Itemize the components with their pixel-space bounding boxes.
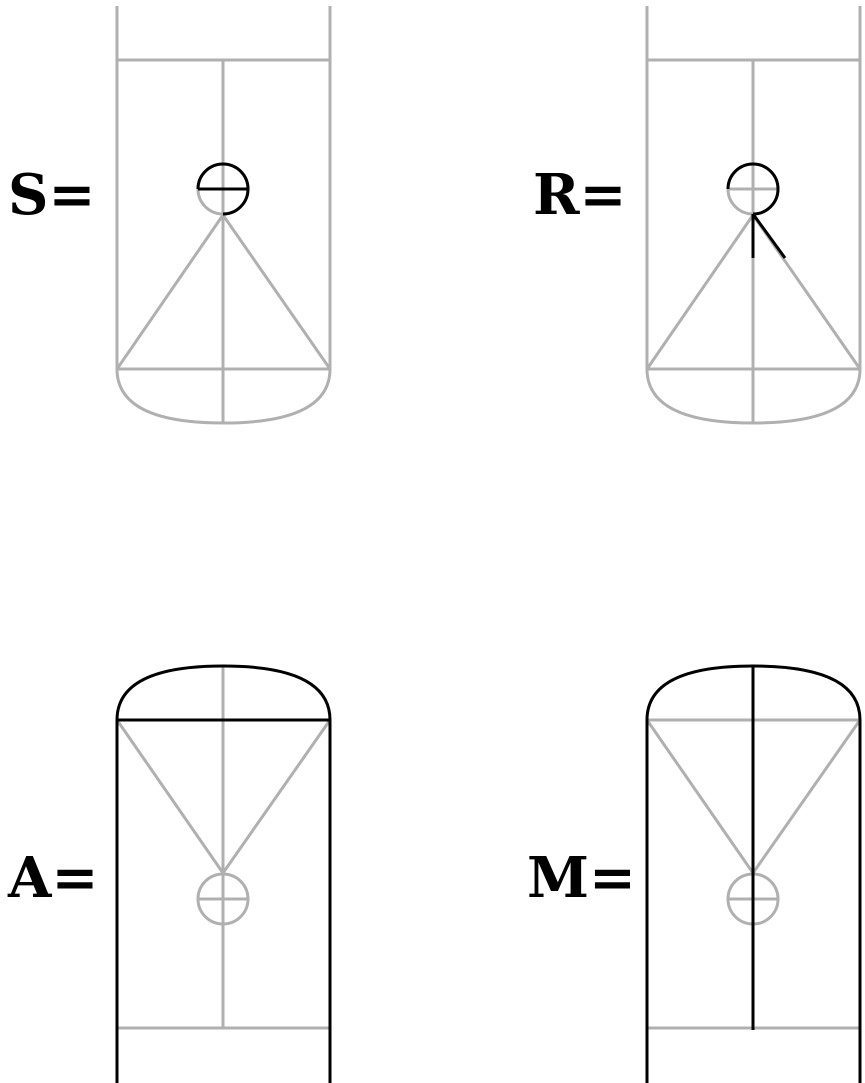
glyph-a-highlight (115, 664, 332, 1083)
figure-label-r: R= (533, 162, 627, 228)
glyph-s-frame (115, 6, 332, 425)
figure-label-a: A= (8, 845, 99, 911)
glyph-a-frame (115, 666, 332, 1030)
figure-label-s: S= (8, 162, 96, 228)
glyph-m-highlight (645, 664, 862, 1083)
figure-label-m: M= (527, 845, 636, 911)
glyph-r-highlight (726, 162, 787, 259)
glyph-s-highlight (196, 162, 250, 216)
